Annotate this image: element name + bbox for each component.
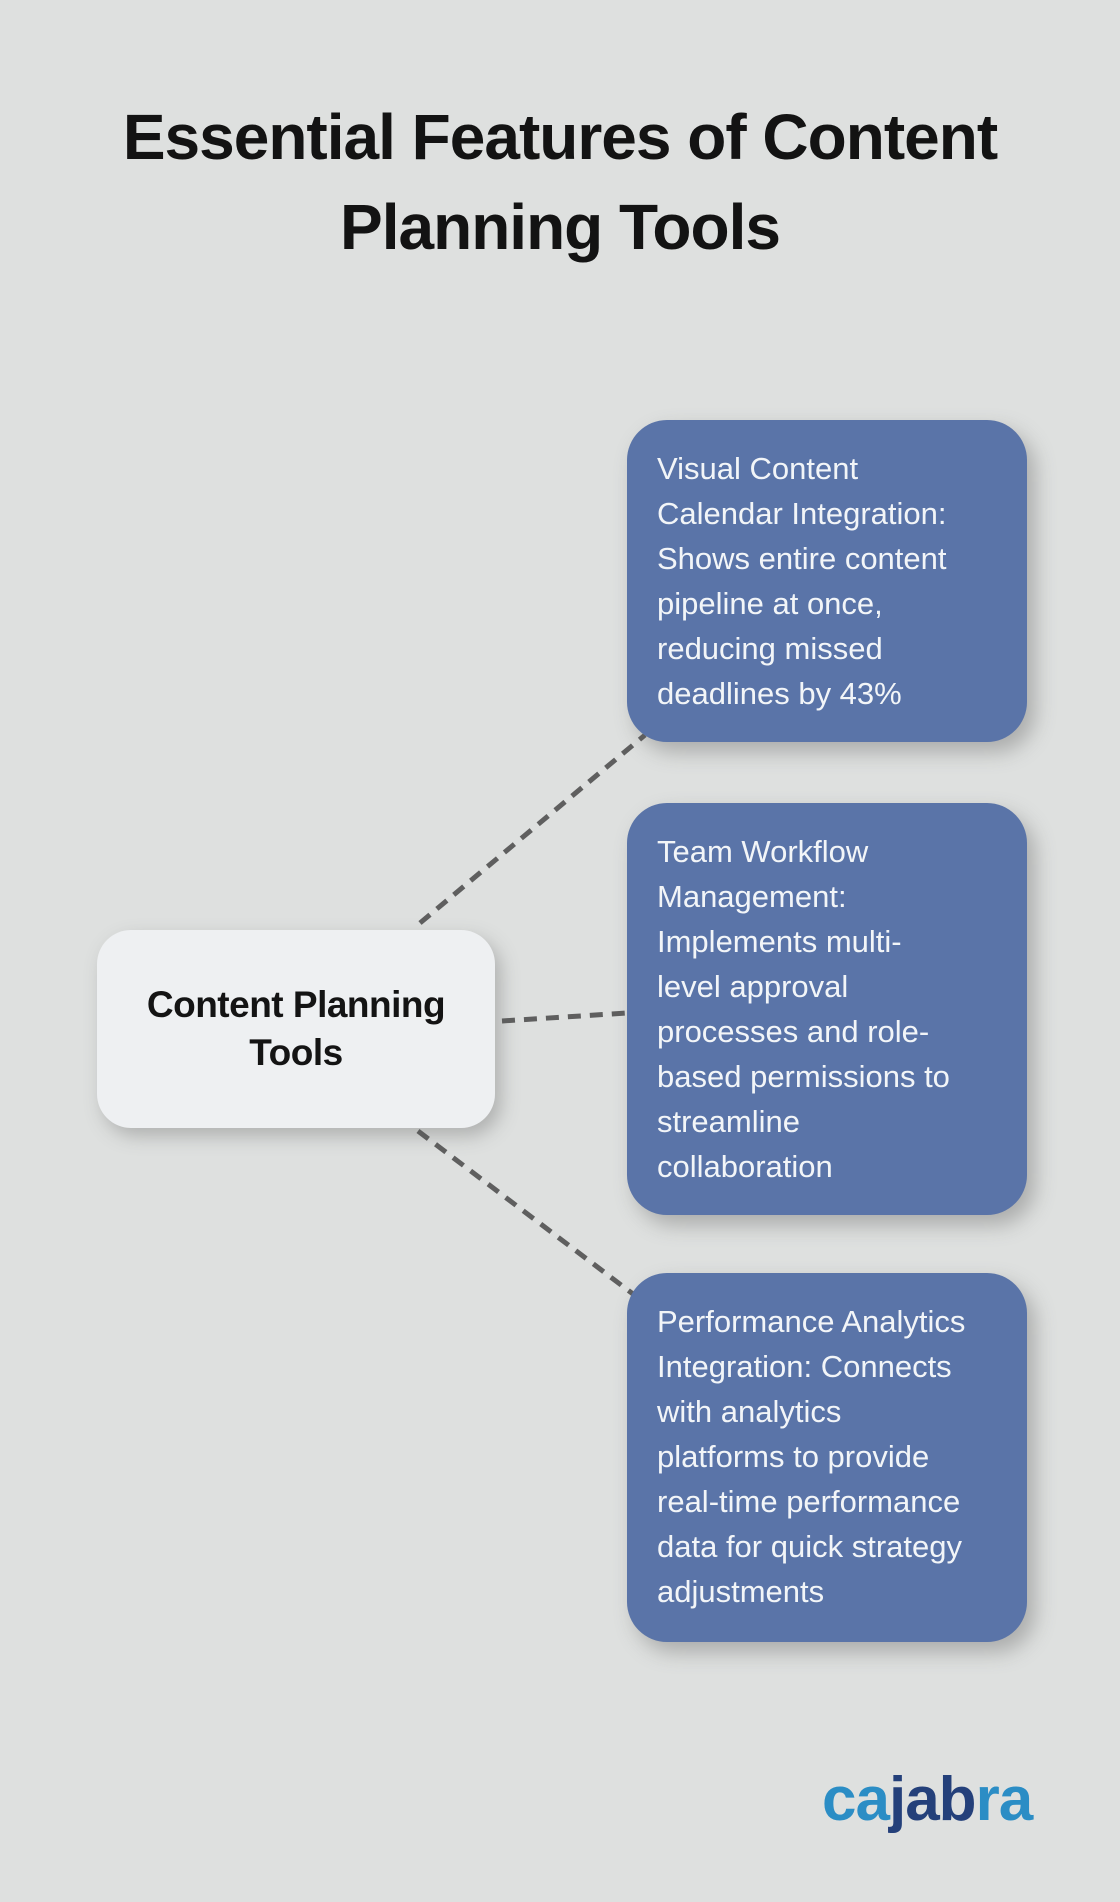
feature-card-team-workflow: Team Workflow Management: Implements mul… xyxy=(627,803,1027,1215)
feature-card-visual-content-calendar: Visual Content Calendar Integration: Sho… xyxy=(627,420,1027,742)
page-title: Essential Features of Content Planning T… xyxy=(122,101,998,263)
connector-top xyxy=(418,733,647,925)
central-node: Content Planning Tools xyxy=(97,930,495,1128)
logo-segment-jab: jab xyxy=(888,1765,977,1834)
logo-segment-ca: ca xyxy=(822,1765,890,1834)
feature-card-text: Team Workflow Management: Implements mul… xyxy=(657,834,950,1184)
feature-card-performance-analytics: Performance Analytics Integration: Conne… xyxy=(627,1273,1027,1642)
feature-card-text: Performance Analytics Integration: Conne… xyxy=(657,1304,966,1609)
central-node-label: Content Planning Tools xyxy=(146,984,446,1073)
connector-bottom xyxy=(416,1129,635,1296)
logo-segment-ra: ra xyxy=(975,1765,1034,1834)
cajabra-logo: cajabra xyxy=(822,1769,1033,1831)
connector-middle xyxy=(501,1010,628,1024)
feature-card-text: Visual Content Calendar Integration: Sho… xyxy=(657,451,947,711)
